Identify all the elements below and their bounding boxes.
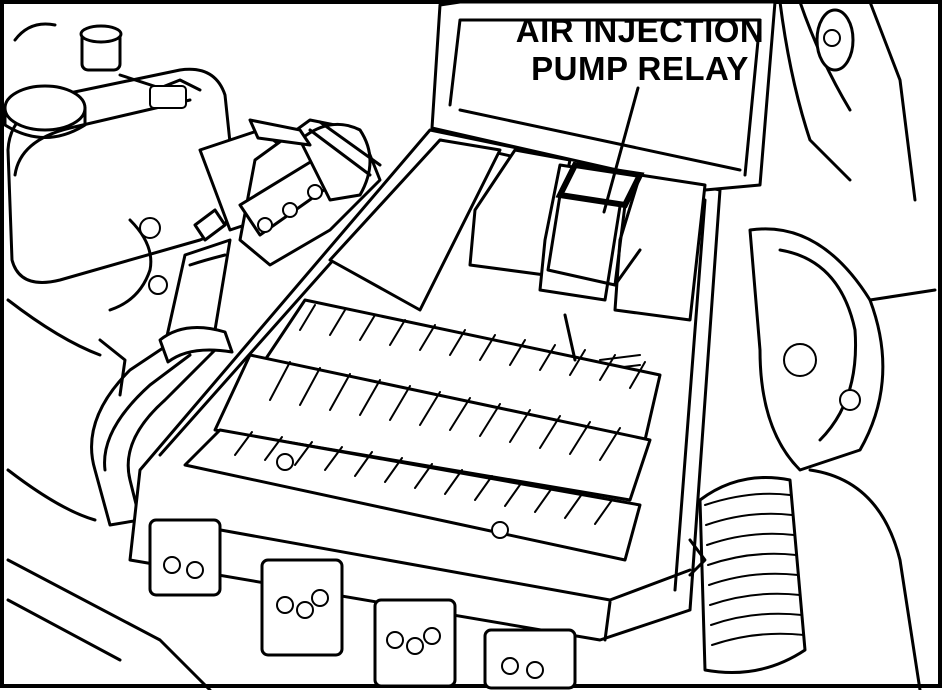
fuse-rows (183, 298, 662, 562)
connectors (148, 518, 577, 690)
hose-assembly (90, 118, 382, 527)
callout-leader-line (602, 86, 640, 214)
inner-fender (6, 217, 212, 690)
callout-line-2: PUMP RELAY (531, 50, 749, 87)
coolant-reservoir (3, 22, 237, 284)
bellows-boot (698, 476, 807, 674)
air-injection-pump-relay (555, 161, 645, 209)
callout-label: AIR INJECTION PUMP RELAY (490, 12, 790, 88)
callout-line-1: AIR INJECTION (515, 12, 765, 49)
right-side-components (688, 0, 937, 690)
